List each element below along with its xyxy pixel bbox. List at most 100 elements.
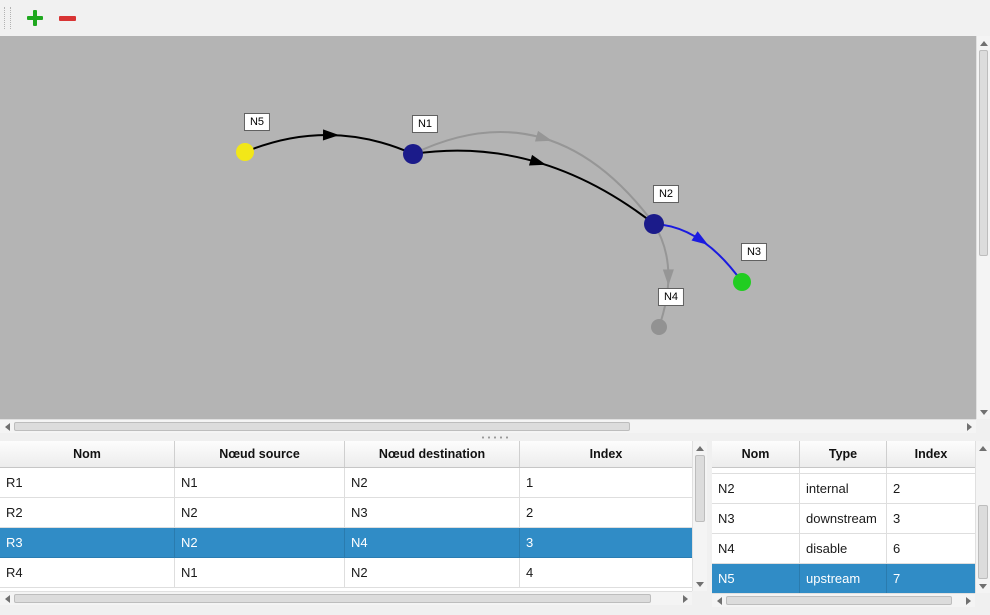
cell[interactable]: N1	[175, 468, 345, 498]
scroll-track[interactable]	[977, 50, 990, 405]
scroll-down-button[interactable]	[977, 405, 990, 419]
scroll-up-button[interactable]	[976, 441, 990, 455]
cell[interactable]: R4	[0, 558, 175, 588]
nodes-horizontal-scrollbar[interactable]	[712, 593, 975, 607]
cell[interactable]: N2	[712, 474, 800, 504]
node-N5[interactable]	[236, 143, 254, 161]
scroll-up-button[interactable]	[977, 36, 990, 50]
scroll-thumb[interactable]	[14, 422, 631, 431]
node-label-N4[interactable]: N4	[657, 288, 685, 306]
cell[interactable]: R1	[0, 468, 175, 498]
cell[interactable]: N4	[712, 534, 800, 564]
splitter-handle[interactable]	[0, 433, 990, 441]
scroll-thumb[interactable]	[726, 596, 952, 605]
column-header-index[interactable]: Index	[589, 447, 623, 461]
cell[interactable]	[800, 468, 887, 474]
scroll-down-button[interactable]	[693, 577, 707, 591]
cell[interactable]: 2	[520, 498, 692, 528]
column-header-index[interactable]: Index	[914, 447, 948, 461]
cell[interactable]: N2	[345, 468, 520, 498]
node-label-N3[interactable]: N3	[740, 243, 768, 261]
cell[interactable]: 4	[520, 558, 692, 588]
column-header-type[interactable]: Type	[800, 441, 887, 467]
cell[interactable]: N2	[345, 558, 520, 588]
links-vertical-scrollbar[interactable]	[692, 441, 707, 591]
scroll-track[interactable]	[976, 455, 990, 579]
canvas-vertical-scrollbar[interactable]	[976, 36, 990, 419]
remove-button[interactable]	[53, 4, 81, 32]
node-label-N5[interactable]: N5	[243, 113, 271, 131]
node-N4[interactable]	[651, 319, 667, 335]
scroll-down-button[interactable]	[976, 579, 990, 593]
cell[interactable]: 3	[887, 504, 975, 534]
scroll-thumb[interactable]	[14, 594, 652, 603]
cell[interactable]: R2	[0, 498, 175, 528]
scroll-right-button[interactable]	[678, 592, 692, 605]
column-header-n-ud-source[interactable]: Nœud source	[175, 441, 345, 467]
cell[interactable]: 6	[887, 534, 975, 564]
cell[interactable]: N2	[175, 528, 345, 558]
toolbar-handle[interactable]	[4, 7, 11, 29]
scroll-left-button[interactable]	[0, 592, 14, 605]
cell[interactable]: 1	[520, 468, 692, 498]
node-N2[interactable]	[644, 214, 664, 234]
scroll-track[interactable]	[14, 592, 678, 605]
nodes-vertical-scrollbar[interactable]	[975, 441, 990, 593]
canvas-horizontal-scrollbar[interactable]	[0, 419, 976, 433]
scroll-right-button[interactable]	[961, 594, 975, 607]
cell[interactable]: N1	[175, 558, 345, 588]
links-horizontal-scrollbar[interactable]	[0, 591, 692, 605]
scrollbar-corner	[692, 591, 707, 605]
cell[interactable]: downstream	[800, 504, 887, 534]
clipped-table-row[interactable]	[712, 468, 975, 474]
scroll-left-button[interactable]	[0, 420, 14, 433]
node-N1[interactable]	[403, 144, 423, 164]
scrollbar-corner	[976, 419, 990, 433]
cell[interactable]: N2	[175, 498, 345, 528]
cell[interactable]: N5	[712, 564, 800, 593]
cell[interactable]: N3	[345, 498, 520, 528]
cell[interactable]: upstream	[800, 564, 887, 593]
scroll-track[interactable]	[14, 420, 962, 433]
node-N3[interactable]	[733, 273, 751, 291]
add-button[interactable]	[21, 4, 49, 32]
column-header-nom[interactable]: Nom	[0, 441, 175, 467]
arrowhead-N2-N3-icon	[691, 231, 709, 245]
scroll-right-button[interactable]	[962, 420, 976, 433]
cell[interactable]: 7	[887, 564, 975, 593]
cell[interactable]: N3	[712, 504, 800, 534]
scroll-thumb[interactable]	[979, 50, 988, 256]
column-header-nom[interactable]: Nom	[712, 441, 800, 467]
cell[interactable]: 2	[887, 474, 975, 504]
cell[interactable]	[712, 468, 800, 474]
scroll-left-button[interactable]	[712, 594, 726, 607]
scroll-thumb[interactable]	[695, 455, 705, 523]
minus-icon	[58, 15, 76, 21]
cell[interactable]: R3	[0, 528, 175, 558]
scroll-track[interactable]	[693, 455, 707, 577]
scrollbar-corner	[975, 593, 990, 607]
scroll-thumb[interactable]	[978, 504, 988, 579]
cell[interactable]: disable	[800, 534, 887, 564]
cell[interactable]	[887, 468, 975, 474]
cell[interactable]: N4	[345, 528, 520, 558]
arrowhead-N1-N2-icon	[534, 130, 553, 142]
scroll-up-button[interactable]	[693, 441, 707, 455]
cell[interactable]: 3	[520, 528, 692, 558]
scroll-track[interactable]	[726, 594, 961, 607]
node-label-N1[interactable]: N1	[411, 115, 439, 133]
node-label-N2[interactable]: N2	[652, 185, 680, 203]
cell[interactable]: internal	[800, 474, 887, 504]
column-header-n-ud-destination[interactable]: Nœud destination	[345, 441, 520, 467]
